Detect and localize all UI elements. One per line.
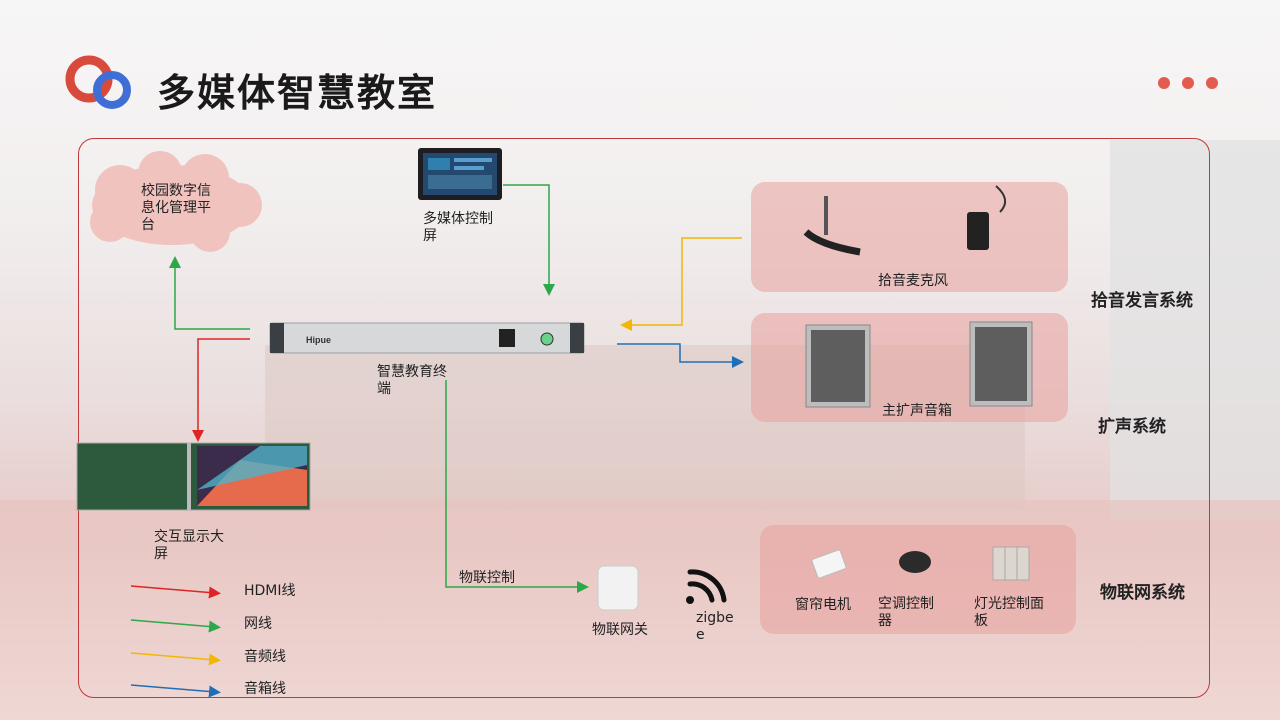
- page-title: 多媒体智慧教室: [157, 71, 438, 115]
- legend-speaker: 音箱线: [244, 681, 286, 697]
- cloud-shape: [90, 151, 262, 252]
- system-iot-label: 物联网系统: [1100, 583, 1185, 603]
- microphone-device: [803, 185, 1007, 256]
- system-amplify-label: 扩声系统: [1098, 417, 1166, 437]
- iot-gateway-label: 物联网关: [592, 622, 648, 638]
- aircon-label: 空调控制器: [878, 596, 934, 629]
- wifi-icon: [686, 569, 727, 604]
- zigbee-label: zigbee: [696, 610, 734, 643]
- control-screen-device: [418, 148, 502, 200]
- cloud-label: 校园数字信息化管理平台: [141, 183, 211, 233]
- link-terminal-to-gateway: [445, 380, 589, 593]
- legend-line-audio: [130, 652, 221, 666]
- system-pickup-label: 拾音发言系统: [1091, 291, 1193, 311]
- legend-audio: 音频线: [244, 649, 286, 665]
- display-label: 交互显示大屏: [154, 529, 224, 562]
- light-label: 灯光控制面板: [974, 596, 1044, 629]
- terminal-device: Hipue: [269, 322, 585, 354]
- legend-network: 网线: [244, 616, 272, 632]
- diagram-frame: [78, 138, 1210, 698]
- logo-icon: [65, 55, 131, 109]
- link-terminal-to-cloud: [169, 256, 250, 330]
- mic-label: 拾音麦克风: [878, 273, 948, 289]
- legend-line-network: [130, 619, 221, 633]
- svg-text:Hipue: Hipue: [306, 335, 331, 345]
- iot-link-label: 物联控制: [459, 570, 515, 586]
- legend-line-hdmi: [130, 585, 221, 599]
- panel-pickup: [751, 182, 1068, 292]
- speaker-label: 主扩声音箱: [882, 403, 952, 419]
- display-device: [76, 442, 311, 511]
- control-screen-label: 多媒体控制屏: [423, 211, 493, 244]
- iot-devices: [597, 546, 1030, 611]
- speaker-device: [805, 321, 1033, 408]
- legend-line-speaker: [130, 684, 221, 698]
- terminal-label: 智慧教育终端: [377, 364, 447, 397]
- link-mic-to-terminal: [620, 237, 742, 331]
- curtain-label: 窗帘电机: [795, 597, 851, 613]
- more-dots-icon: [1158, 77, 1218, 89]
- link-screen-to-terminal: [503, 184, 555, 296]
- link-terminal-to-display: [192, 338, 250, 442]
- legend-hdmi: HDMI线: [244, 583, 296, 599]
- link-terminal-to-speaker: [617, 343, 744, 368]
- background-tower: [1110, 140, 1280, 520]
